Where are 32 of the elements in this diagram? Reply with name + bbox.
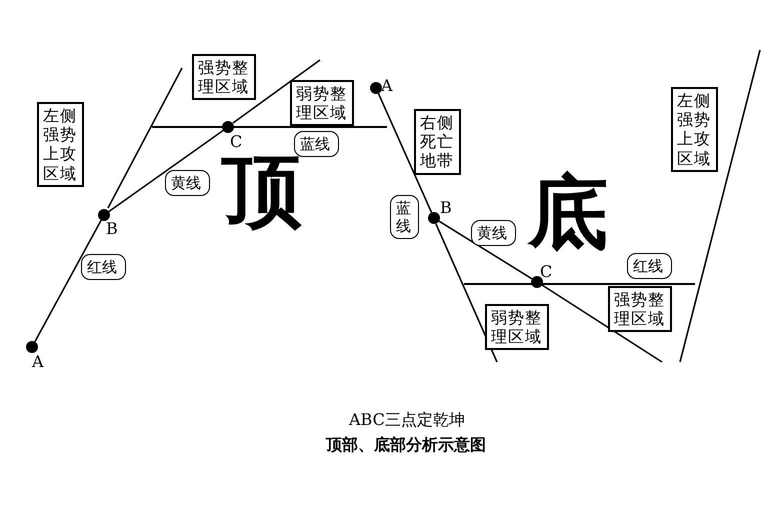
zone-box: 右侧死亡地带	[414, 109, 461, 175]
caption-title: ABC三点定乾坤	[349, 412, 465, 428]
line-label-tag: 黄线	[471, 220, 516, 246]
zone-box: 强势整理区域	[608, 286, 672, 332]
caption-subtitle: 顶部、底部分析示意图	[326, 437, 486, 453]
point-dot	[531, 276, 543, 288]
point-dot	[26, 341, 38, 353]
point-label: B	[106, 219, 118, 238]
line-label-tag: 红线	[627, 253, 672, 279]
point-label: B	[440, 198, 452, 217]
line-label-tag: 蓝线	[294, 131, 339, 157]
trend-line	[108, 130, 224, 212]
zone-box: 左侧强势上攻区域	[671, 87, 718, 172]
point-dot	[428, 212, 440, 224]
point-label: A	[32, 352, 44, 371]
trend-line	[378, 93, 432, 213]
point-dot	[98, 209, 110, 221]
line-label-tag: 红线	[81, 254, 126, 280]
point-dot	[222, 121, 234, 133]
trend-line	[34, 220, 102, 342]
line-label-tag: 蓝线	[390, 195, 419, 239]
point-label: A	[381, 76, 393, 95]
point-label: C	[230, 132, 242, 151]
point-label: C	[540, 262, 552, 281]
point-dot	[370, 82, 382, 94]
zone-box: 强势整理区域	[192, 54, 256, 100]
line-label-tag: 黄线	[165, 170, 210, 196]
zone-box: 左侧强势上攻区域	[37, 102, 84, 187]
large-character: 底	[528, 172, 608, 252]
zone-box: 弱势整理区域	[485, 304, 549, 350]
trend-line	[438, 220, 532, 280]
zone-box: 弱势整理区域	[290, 80, 354, 126]
